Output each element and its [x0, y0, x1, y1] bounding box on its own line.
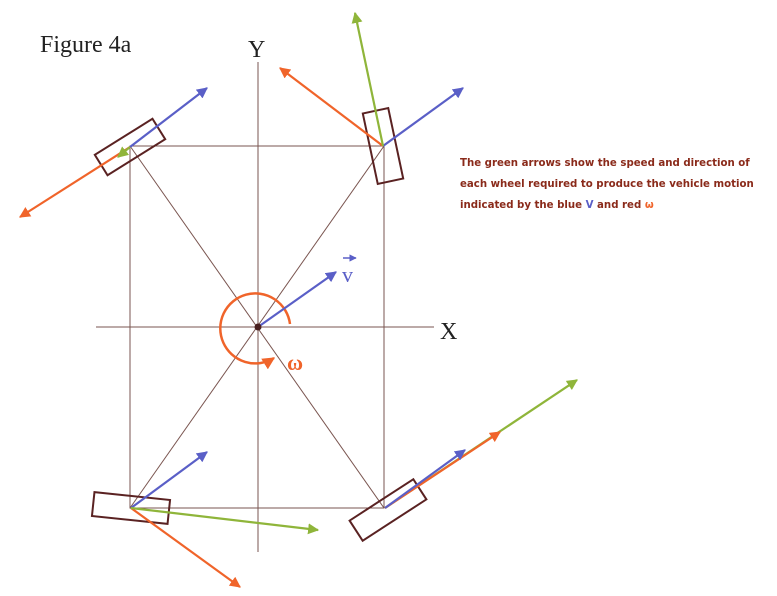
y-axis-label: Y — [248, 37, 265, 63]
red-arrow-bottom-left — [130, 507, 241, 588]
caption-line-3-mid: and red — [593, 200, 645, 211]
velocity-symbol: v — [342, 262, 353, 287]
velocity-arrow — [257, 271, 337, 328]
green-arrow-bottom-left — [130, 506, 320, 535]
axes: Y X — [96, 37, 457, 552]
red-arrow-top-right — [279, 67, 384, 147]
wheel-top-right — [279, 11, 464, 186]
x-axis-label: X — [440, 319, 457, 345]
caption-line-1: The green arrows show the speed and dire… — [460, 158, 750, 169]
wheel-bottom-right — [348, 379, 578, 543]
center-point — [254, 323, 262, 331]
blue-arrow-bottom-right — [384, 449, 466, 509]
omega-rotation-arc — [219, 292, 292, 370]
center-motion: v ω — [219, 254, 357, 375]
red-arrow-top-left — [19, 146, 131, 218]
green-arrow-top-left — [117, 146, 131, 158]
diagram-caption: The green arrows show the speed and dire… — [460, 153, 772, 216]
frame-rectangle — [129, 145, 385, 509]
caption-omega-symbol: ω — [644, 200, 654, 211]
omega-symbol: ω — [287, 350, 303, 375]
blue-arrow-bottom-left — [130, 451, 208, 509]
wheel-box-bottom-right — [348, 477, 428, 543]
caption-line-2: each wheel required to produce the vehic… — [460, 179, 754, 190]
green-arrow-top-right — [351, 11, 385, 147]
blue-arrow-top-right — [382, 87, 464, 147]
wheel-bottom-left — [90, 451, 320, 588]
wheel-top-left — [19, 87, 208, 218]
caption-v-symbol: V — [585, 200, 594, 211]
caption-line-3-prefix: indicated by the blue — [460, 200, 586, 211]
blue-arrow-top-left — [129, 87, 208, 148]
figure-label: Figure 4a — [40, 32, 132, 58]
